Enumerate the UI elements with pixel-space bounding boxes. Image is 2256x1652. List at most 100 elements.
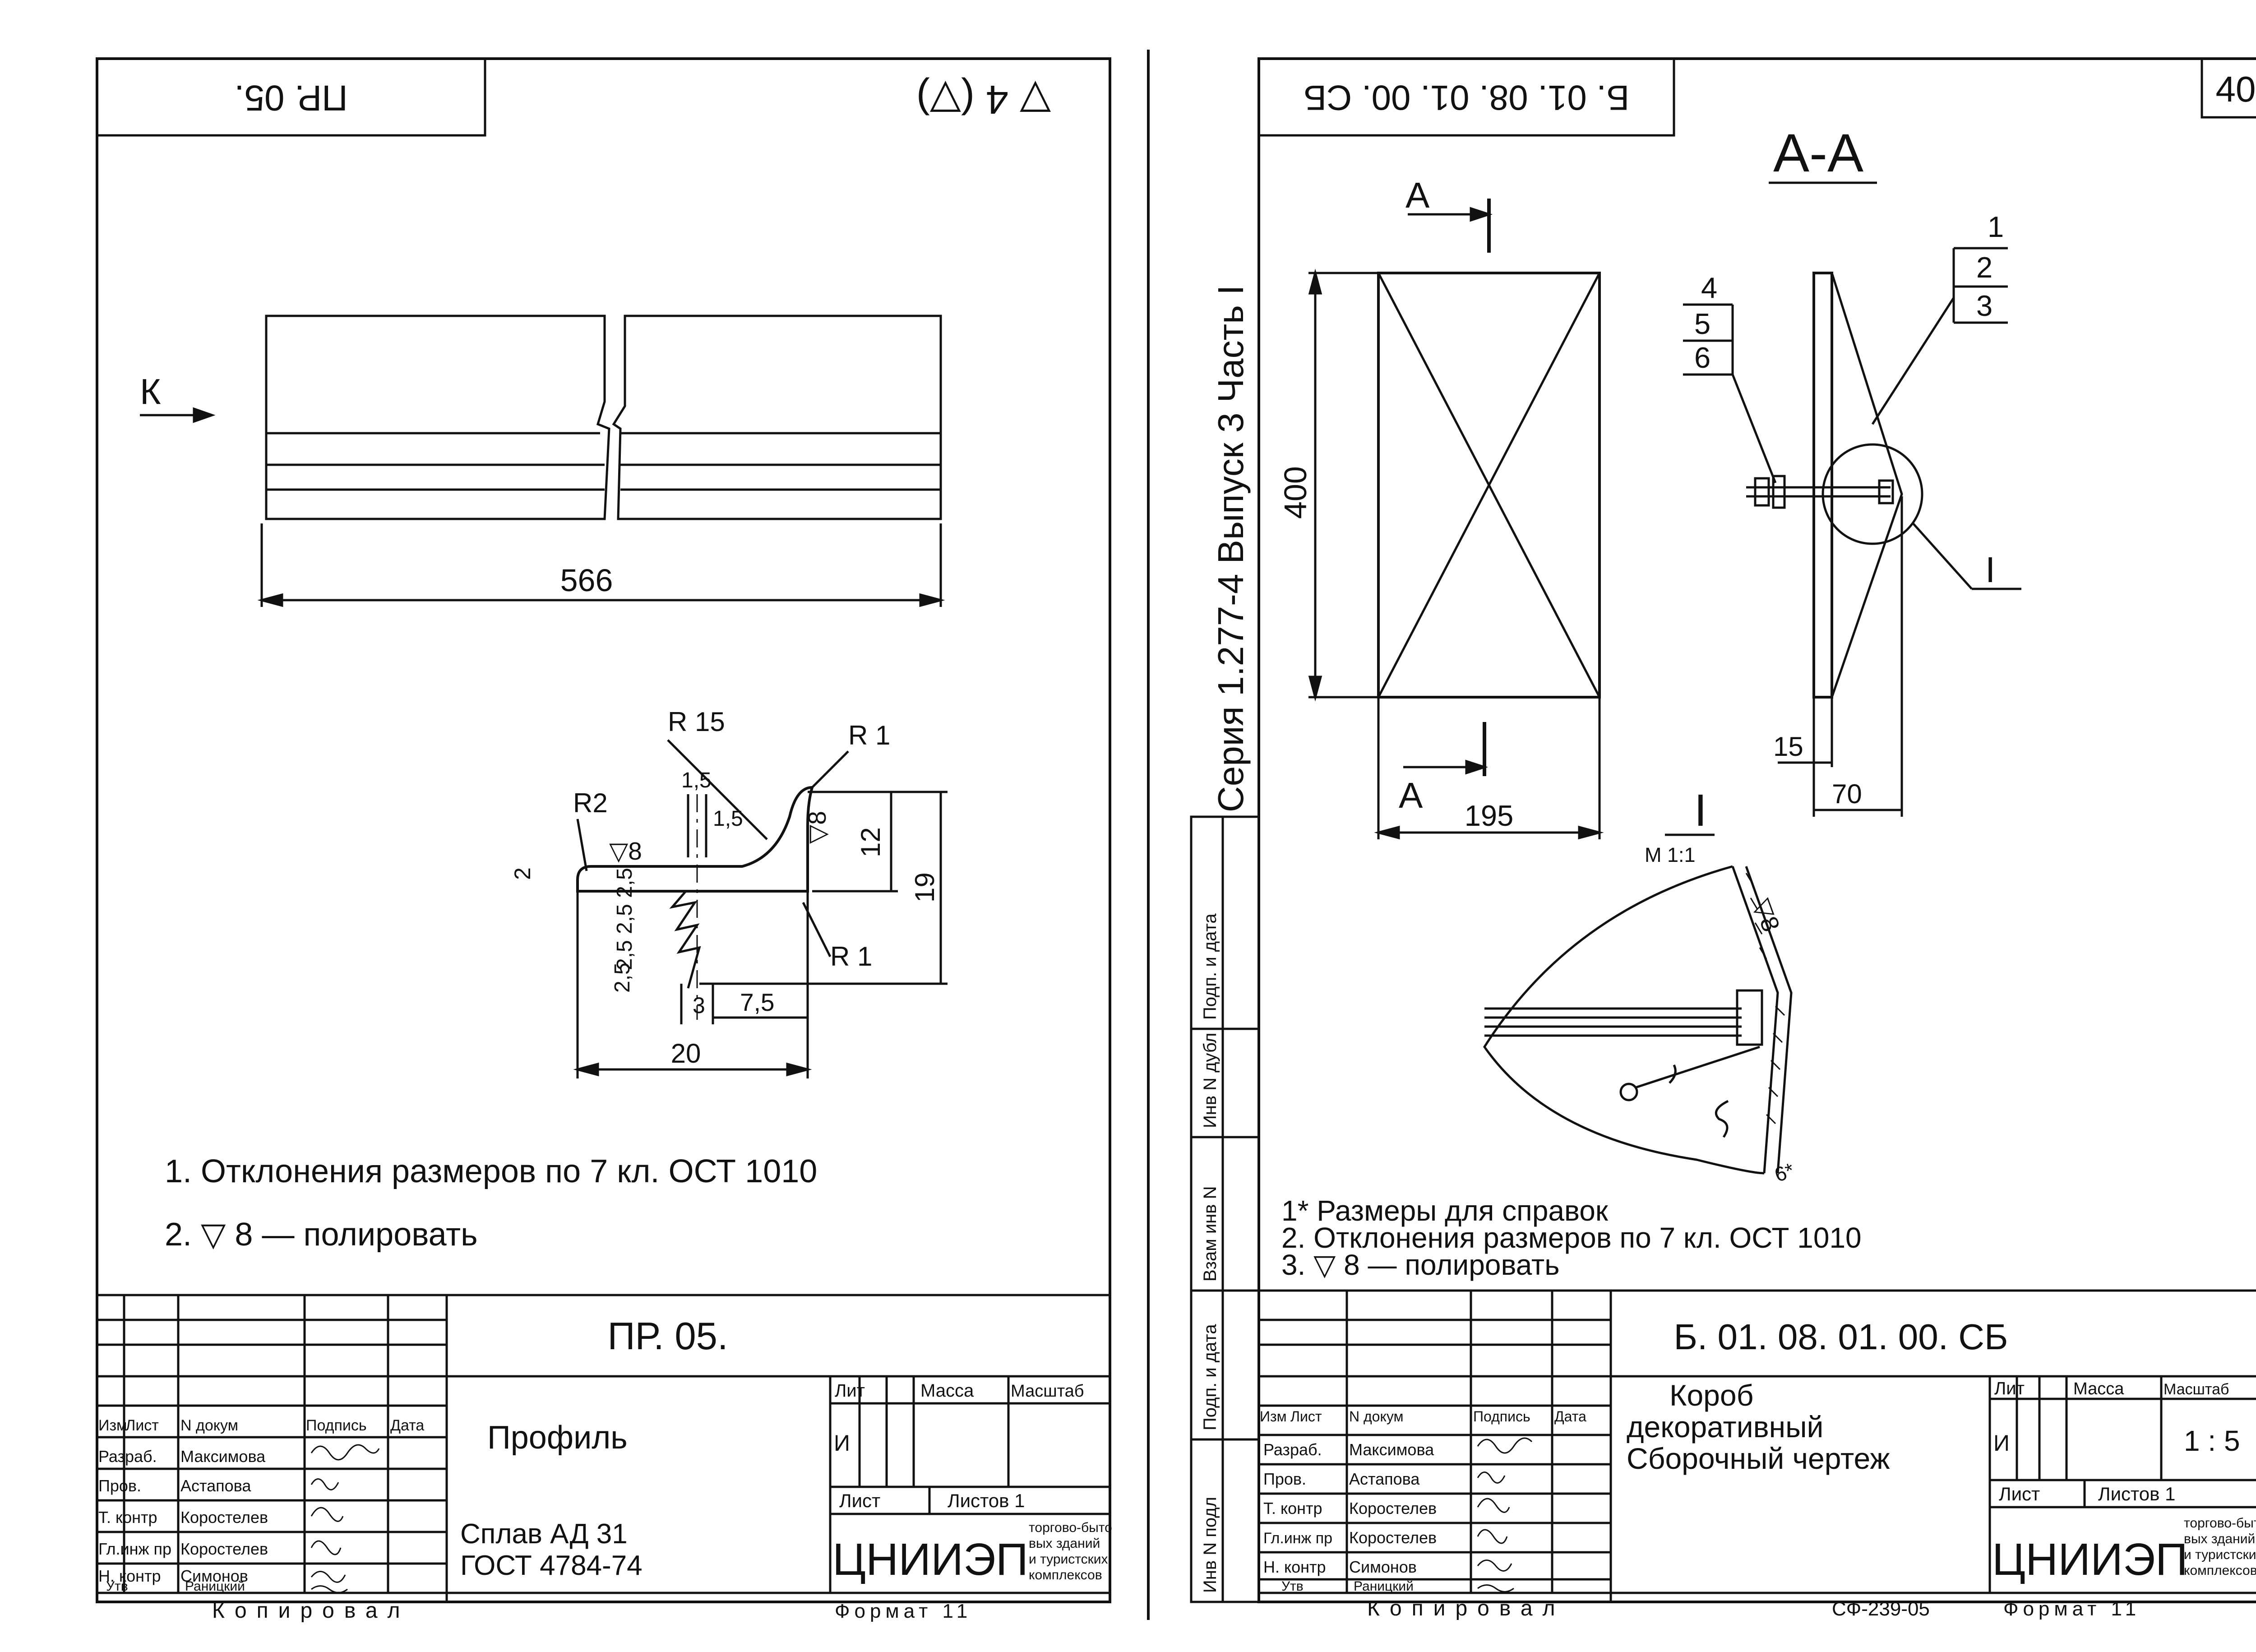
leader-5: 5 xyxy=(1694,307,1710,340)
left-frame xyxy=(96,57,1111,1603)
left-tb-name: Профиль xyxy=(487,1420,628,1456)
dim-r1-bottom: R 1 xyxy=(830,941,872,972)
rough-8b: ▽8 xyxy=(803,811,831,844)
right-signatures xyxy=(1477,1437,1533,1592)
leader-2: 2 xyxy=(1976,251,1992,284)
right-tb-lit-value: И xyxy=(1993,1430,2010,1456)
left-tb-org-sub-2: вых зданий xyxy=(1029,1536,1100,1551)
cross-section-dims: R 15 R 1 R2 1,5 1,5 ▽8 ▽8 2 12 19 R 1 2,… xyxy=(510,707,948,1078)
right-frame xyxy=(1257,57,2256,1603)
left-tb-role-2: Пров. xyxy=(98,1476,141,1495)
left-tb-role-3: Т. контр xyxy=(98,1508,157,1527)
dim-19: 19 xyxy=(910,872,940,902)
right-tb-mass-label: Масса xyxy=(2073,1379,2124,1398)
right-tb-name-row-5: Симонов xyxy=(1349,1558,1417,1576)
left-tb-role-6: Утв xyxy=(106,1579,128,1594)
dim-195: 195 xyxy=(1465,799,1513,832)
right-tb-org-sub-1: торгово-быто xyxy=(2184,1516,2256,1531)
right-tb-role-4: Гл.инж пр xyxy=(1263,1530,1332,1547)
dim-566: 566 xyxy=(560,563,613,598)
right-note-3: 3. ▽ 8 — полировать xyxy=(1281,1249,1560,1281)
right-tb-org-sub-4: комплексов xyxy=(2184,1563,2256,1578)
right-tb-name-row-2: Астапова xyxy=(1349,1470,1420,1488)
left-roughness-top: ▽ 4 (▽) xyxy=(916,77,1051,122)
right-tb-role-1: Разраб. xyxy=(1263,1440,1322,1459)
right-tb-designation: Б. 01. 08. 01. 00. СБ xyxy=(1674,1317,2008,1357)
right-tb-format-code: СФ-239-05 xyxy=(1832,1598,1930,1620)
left-tb-hdr-date: Дата xyxy=(390,1417,424,1434)
left-tb-name-5: Симонов xyxy=(180,1567,248,1585)
cut-a-top: А xyxy=(1405,175,1430,215)
detail-dim: 6* xyxy=(1771,1158,1797,1186)
left-tb-copied: Копировал xyxy=(212,1599,410,1623)
left-tb-name-2: Астапова xyxy=(180,1476,251,1495)
leader-detail: I xyxy=(1985,550,1995,590)
right-tb-name-2: декоративный xyxy=(1627,1410,1823,1444)
right-tb-hdr-sign: Подпись xyxy=(1473,1408,1530,1425)
left-tb-sheet-label: Лист xyxy=(839,1490,880,1511)
rough-8a: ▽8 xyxy=(609,837,642,865)
dim-3: 3 xyxy=(693,993,705,1018)
right-tb-scale-label: Масштаб xyxy=(2164,1381,2229,1398)
right-tb-org-sub-2: вых зданий xyxy=(2184,1532,2255,1546)
right-tb-name-row-6: Раницкий xyxy=(1354,1579,1414,1594)
left-tb-lit-label: Лит xyxy=(835,1381,865,1401)
dim-r1-top: R 1 xyxy=(848,720,890,750)
detail-rough: ▽8 xyxy=(1748,895,1785,935)
right-tb-sheet-label: Лист xyxy=(1999,1483,2040,1504)
sheet-number-box xyxy=(2201,57,2256,119)
right-note-1: 1* Размеры для справок xyxy=(1281,1194,1609,1227)
leader-lines: 1 2 3 4 5 6 I xyxy=(1683,210,2021,590)
left-title-block xyxy=(96,1294,1111,1603)
left-tb-name-4: Коростелев xyxy=(180,1540,268,1558)
cut-a-bottom: А xyxy=(1399,775,1423,815)
side-label-2: Подп. и дата xyxy=(1200,1324,1220,1430)
left-corner-stamp: ПР. 05. xyxy=(234,78,347,118)
left-tb-material-1: Сплав АД 31 xyxy=(460,1518,628,1550)
vertical-series-title: Серия 1.277-4 Выпуск 3 Часть I xyxy=(1211,285,1251,812)
right-tb-role-5: Н. контр xyxy=(1263,1558,1326,1576)
left-tb-format: Формат 11 xyxy=(835,1600,972,1622)
right-tb-hdr-doc: N докум xyxy=(1349,1408,1403,1425)
side-stamp-column xyxy=(1190,815,1260,1603)
section-view xyxy=(1746,272,1923,699)
dim-70: 70 xyxy=(1832,779,1862,809)
right-tb-name-row-1: Максимова xyxy=(1349,1440,1434,1459)
right-sheet: Инв N подл Подп. и дата Взам инв N Инв N… xyxy=(1190,57,2256,1620)
left-tb-org-sub-1: торгово-быто xyxy=(1029,1520,1112,1535)
left-tb-org-sub-3: и туристских xyxy=(1029,1552,1108,1567)
dim-75: 7,5 xyxy=(740,988,774,1016)
left-tb-role-1: Разраб. xyxy=(98,1447,157,1466)
left-tb-org-sub-4: комплексов xyxy=(1029,1568,1102,1583)
view-marker-k: К xyxy=(140,371,161,412)
dim-25-stack: 2,5 2,5 2,5 xyxy=(613,868,637,970)
left-tb-name-1: Максимова xyxy=(180,1447,266,1466)
dim-r15: R 15 xyxy=(668,707,725,737)
left-tb-hdr-izm: Изм xyxy=(98,1417,127,1434)
right-tb-name-row-3: Коростелев xyxy=(1349,1499,1437,1518)
left-tb-name-3: Коростелев xyxy=(180,1508,268,1527)
left-note-2: 2. ▽ 8 — полировать xyxy=(165,1217,478,1253)
side-label-5: Подп. и дата xyxy=(1200,913,1220,1020)
left-tb-role-5: Н. контр xyxy=(98,1567,161,1585)
side-label-4: Инв N дубл xyxy=(1200,1033,1220,1128)
right-note-2: 2. Отклонения размеров по 7 кл. ОСТ 1010 xyxy=(1281,1222,1862,1254)
left-tb-lit-value: И xyxy=(834,1430,850,1456)
dim-15a: 1,5 xyxy=(681,768,712,792)
right-tb-role-3: Т. контр xyxy=(1263,1499,1322,1518)
leader-6: 6 xyxy=(1694,341,1710,374)
right-tb-hdr-izm: Изм xyxy=(1260,1408,1287,1425)
right-tb-org-sub-3: и туристских xyxy=(2184,1547,2256,1562)
leader-3: 3 xyxy=(1976,289,1992,322)
left-tb-sheets-label: Листов 1 xyxy=(948,1490,1025,1511)
right-tb-hdr-list: Лист xyxy=(1290,1408,1322,1425)
dim-400: 400 xyxy=(1278,466,1313,519)
right-tb-name-1: Короб xyxy=(1669,1379,1753,1412)
left-signatures xyxy=(310,1444,380,1593)
left-tb-hdr-doc: N докум xyxy=(180,1417,238,1434)
left-tb-name-6: Раницкий xyxy=(185,1579,245,1594)
right-corner-stamp: Б. 01. 08. 01. 00. СБ xyxy=(1304,78,1629,118)
dim-r2: R2 xyxy=(573,788,608,818)
right-tb-copied: Копировал xyxy=(1367,1596,1565,1620)
section-label: А-А xyxy=(1773,123,1863,183)
